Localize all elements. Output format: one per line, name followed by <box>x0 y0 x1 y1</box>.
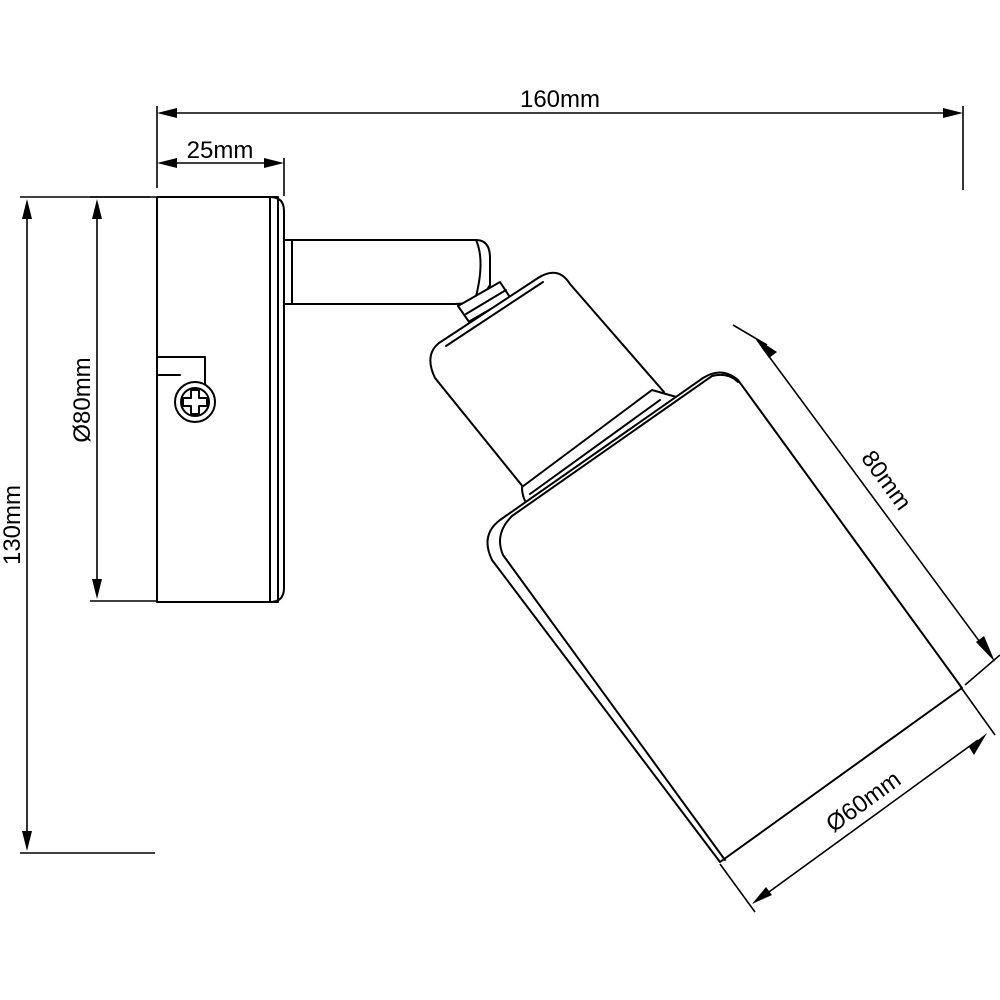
dimension-total-height: 130mm <box>0 196 155 854</box>
screw-icon <box>174 381 216 423</box>
dimension-label-total-width: 160mm <box>520 86 600 113</box>
dimension-base-diameter: Ø80mm <box>69 196 156 602</box>
swivel-arm <box>283 239 491 305</box>
dimension-total-width: 160mm <box>156 86 964 190</box>
dimension-base-depth: 25mm <box>157 137 285 196</box>
dimension-label-base-depth: 25mm <box>187 137 254 164</box>
dimension-label-base-diameter: Ø80mm <box>69 357 96 442</box>
lamp-shade <box>486 371 963 863</box>
wall-mount-base <box>156 196 285 603</box>
dimension-label-total-height: 130mm <box>0 485 26 565</box>
dimension-label-shade-length: 80mm <box>856 446 917 516</box>
